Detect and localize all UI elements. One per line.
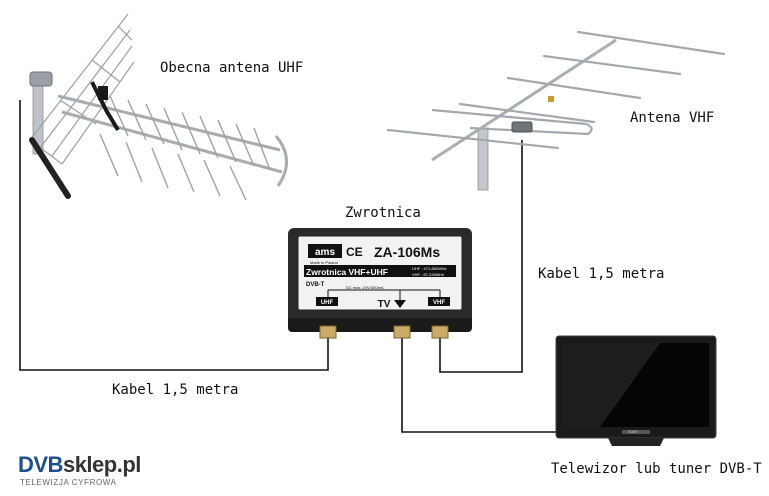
connector-vhf <box>431 325 449 339</box>
label-cable-right: Kabel 1,5 metra <box>538 266 665 282</box>
vhf-antenna-image <box>386 30 726 191</box>
port-label-tv: TV <box>378 299 391 310</box>
logo-dvb: DVB <box>18 452 63 477</box>
diplexer-device: ams CE ZA-106Ms Made in Poland Zwrotnica… <box>288 228 472 339</box>
device-vhf-range: VHF : 87-230MHz <box>412 272 444 277</box>
connector-tv <box>393 325 411 339</box>
label-uhf-antenna: Obecna antena UHF <box>160 60 304 76</box>
logo-tagline: TELEWIZJA CYFROWA <box>20 478 117 487</box>
label-vhf-antenna: Antena VHF <box>630 110 715 126</box>
device-standard: DVB-T <box>306 282 325 288</box>
cable-vhf <box>439 140 523 373</box>
device-model: ZA-106Ms <box>374 244 440 260</box>
device-made-in: Made in Poland <box>310 260 338 265</box>
device-name: Zwrotnica VHF+UHF <box>306 267 388 277</box>
tv-image: SONY <box>555 335 717 446</box>
cable-uhf <box>19 100 329 371</box>
port-label-vhf: VHF <box>433 300 445 306</box>
label-diplexer: Zwrotnica <box>345 205 421 221</box>
device-dc-pass: DC max. 24V/300mA <box>346 285 384 290</box>
tv-brand: SONY <box>628 430 639 434</box>
connector-uhf <box>319 325 337 339</box>
device-ce-mark: CE <box>346 245 363 259</box>
device-brand: ams <box>315 247 335 258</box>
uhf-antenna-image <box>29 13 288 201</box>
cable-tv <box>401 338 556 433</box>
port-label-uhf: UHF <box>321 300 334 306</box>
label-cable-left: Kabel 1,5 metra <box>112 382 239 398</box>
device-uhf-range: UHF : 471-862MHz <box>412 266 446 271</box>
label-tv: Telewizor lub tuner DVB-T <box>551 461 762 477</box>
dvbsklep-logo[interactable]: DVBsklep.pl TELEWIZJA CYFROWA <box>18 452 141 487</box>
logo-sklep: sklep.pl <box>62 452 141 477</box>
